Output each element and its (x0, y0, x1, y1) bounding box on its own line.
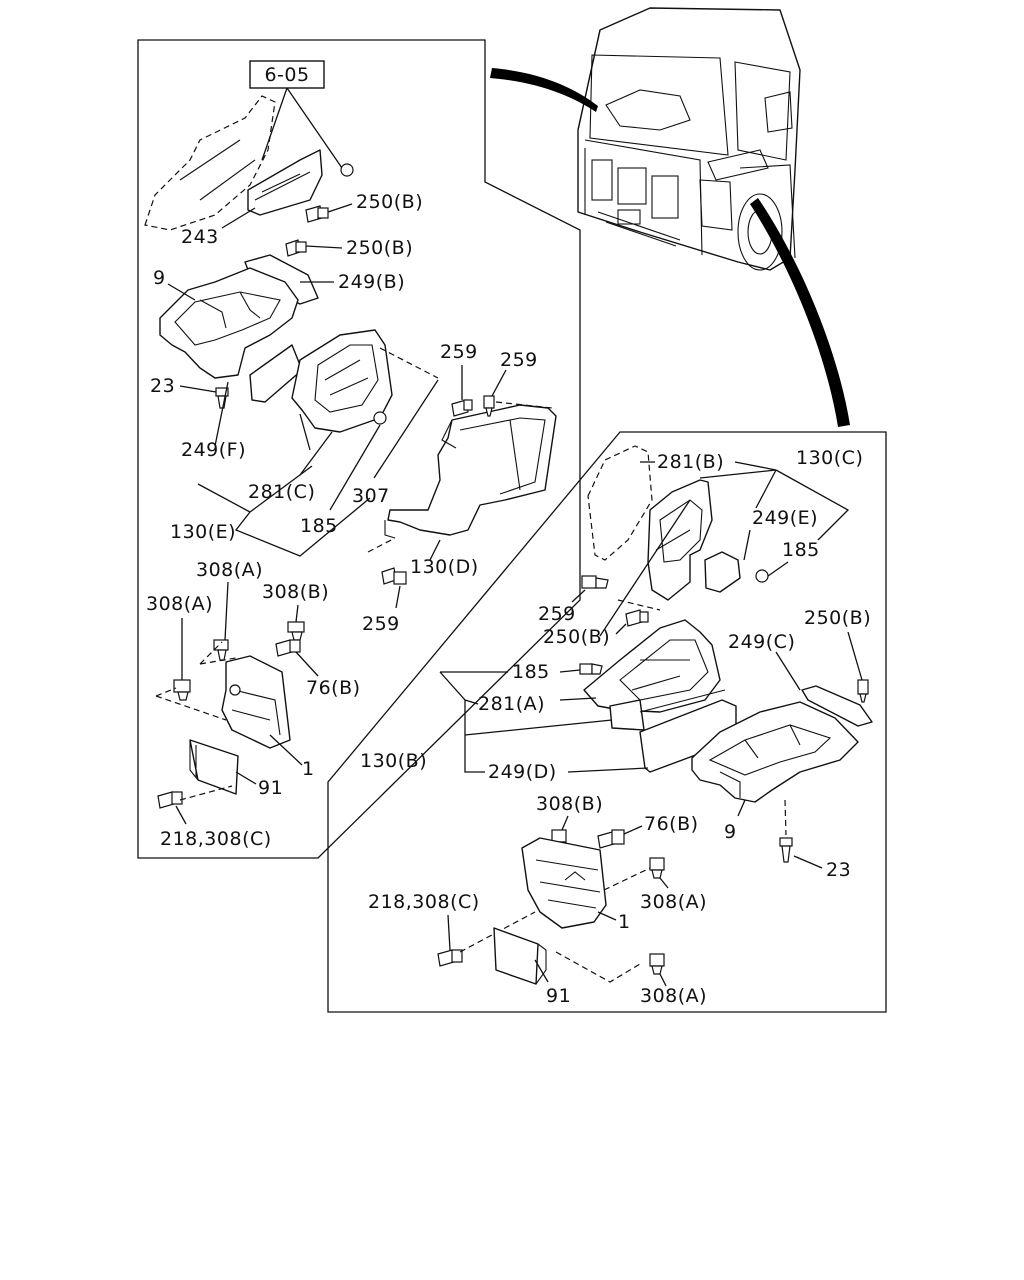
label-91-r: 91 (546, 985, 571, 1007)
clip-23-r (779, 837, 793, 863)
bolt-308a-r2 (649, 953, 665, 975)
label-130d: 130(D) (410, 556, 479, 578)
label-249f: 249(F) (181, 439, 246, 461)
label-259-3: 259 (362, 613, 400, 635)
label-91: 91 (258, 777, 283, 799)
part-9-insulator (159, 267, 299, 379)
bolt-250b-r2 (857, 679, 869, 703)
label-281b: 281(B) (657, 451, 724, 473)
label-308b-r: 308(B) (536, 793, 603, 815)
label-249b: 249(B) (338, 271, 405, 293)
bolt-250b-2 (285, 239, 307, 257)
bolt-218-r (437, 949, 463, 967)
label-218-308c: 218,308(C) (160, 828, 272, 850)
label-9-r: 9 (724, 821, 737, 843)
label-23: 23 (150, 375, 175, 397)
bolt-250b-r1 (625, 609, 649, 627)
label-259-r: 259 (538, 603, 576, 625)
label-250b-r2: 250(B) (804, 607, 871, 629)
label-76b-r: 76(B) (644, 813, 699, 835)
part-130d-panel (387, 404, 557, 536)
label-250b-1: 250(B) (356, 191, 423, 213)
part-1-bracket (221, 655, 291, 749)
label-185: 185 (300, 515, 338, 537)
label-308a-r1: 308(A) (640, 891, 707, 913)
bolt-308b (287, 621, 305, 641)
label-218-308c-r: 218,308(C) (368, 891, 480, 913)
label-243: 243 (181, 226, 219, 248)
bolt-259-3 (381, 567, 407, 585)
label-1-r: 1 (618, 911, 631, 933)
bolt-308a-2 (173, 679, 191, 701)
right-panel-frame (327, 431, 887, 1013)
part-249c-bracket (801, 685, 873, 727)
label-185-r2: 185 (512, 661, 550, 683)
bolt-76b-r (597, 829, 625, 849)
label-249d: 249(D) (488, 761, 557, 783)
label-250b-r1: 250(B) (543, 626, 610, 648)
label-281c: 281(C) (248, 481, 315, 503)
label-130c: 130(C) (796, 447, 863, 469)
label-130e: 130(E) (170, 521, 236, 543)
left-panel-frame (137, 39, 581, 859)
label-130b: 130(B) (360, 750, 427, 772)
label-259-1: 259 (440, 341, 478, 363)
bolt-185-r (579, 663, 603, 675)
label-259-2: 259 (500, 349, 538, 371)
bolt-259-2 (483, 395, 495, 417)
part-281b-outline (587, 445, 653, 561)
label-281a: 281(A) (478, 693, 545, 715)
part-243-shield (144, 95, 276, 231)
part-243-bracket (247, 149, 323, 216)
part-1-bracket-r (521, 837, 607, 929)
bolt-218 (157, 791, 183, 809)
part-91-plate-r (493, 927, 539, 985)
bolt-308a-1 (213, 639, 229, 661)
part-9-insulator-r (691, 701, 859, 803)
bolt-259-r (581, 575, 609, 589)
bolt-308a-r1 (649, 857, 665, 879)
part-91-plate (189, 739, 239, 795)
label-249c: 249(C) (728, 631, 795, 653)
connector-arc-top (490, 68, 598, 112)
label-250b-2: 250(B) (346, 237, 413, 259)
connector-arc-right (750, 198, 850, 427)
part-249f-pad (249, 344, 303, 403)
ref-box-label: 6-05 (264, 64, 309, 86)
label-185-r1: 185 (782, 539, 820, 561)
label-249e: 249(E) (752, 507, 818, 529)
part-130c-panel (647, 479, 713, 601)
bolt-76b (275, 639, 301, 657)
label-308a-2: 308(A) (146, 593, 213, 615)
label-308b: 308(B) (262, 581, 329, 603)
label-308a-1: 308(A) (196, 559, 263, 581)
label-76b: 76(B) (306, 677, 361, 699)
bolt-250b-1 (305, 205, 329, 223)
bolt-259-1 (451, 399, 473, 417)
label-23-r: 23 (826, 859, 851, 881)
ref-box (249, 60, 325, 89)
label-307: 307 (352, 485, 390, 507)
label-9: 9 (153, 267, 166, 289)
label-308a-r2: 308(A) (640, 985, 707, 1007)
label-1: 1 (302, 758, 315, 780)
